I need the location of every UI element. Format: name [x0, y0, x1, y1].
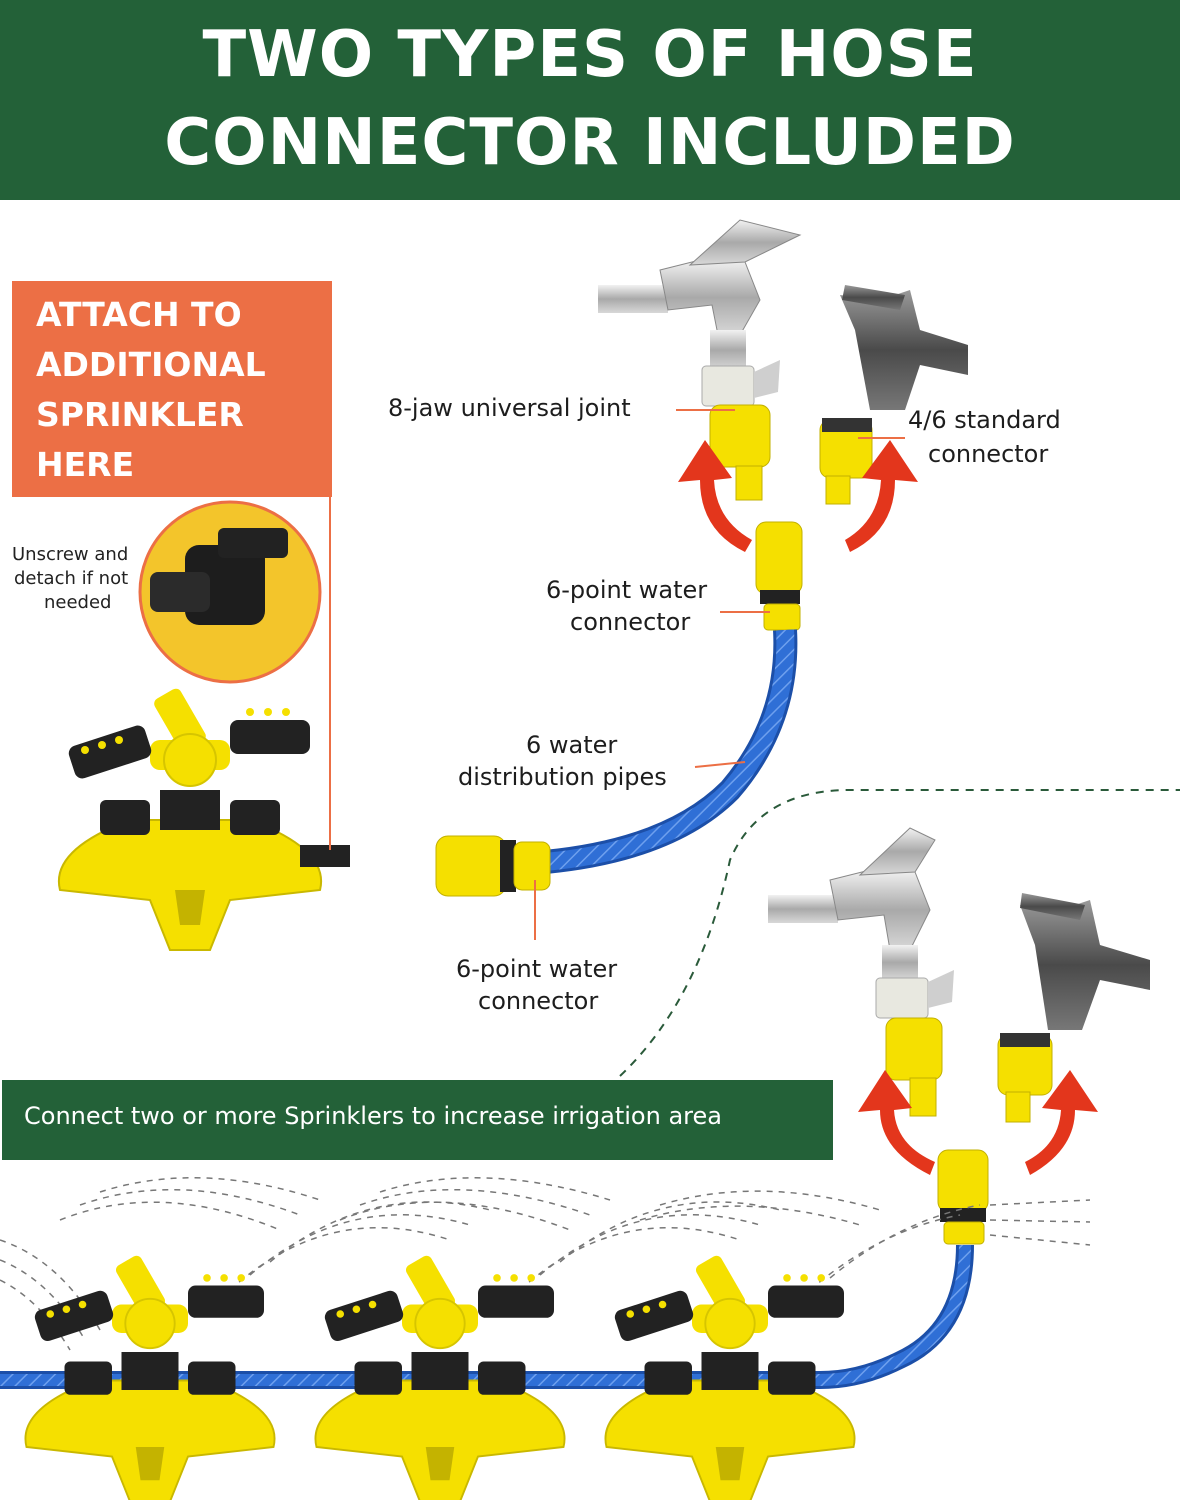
irrigation-banner-text: Connect two or more Sprinklers to increa…: [24, 1102, 722, 1130]
irrigation-banner: Connect two or more Sprinklers to increa…: [2, 1080, 833, 1160]
header-line-1: TWO TYPES OF HOSE: [202, 18, 978, 92]
arrow-icon-right-bottom: [1025, 1070, 1098, 1175]
unscrew-note-3: needed: [44, 592, 112, 613]
label-6point-top-2: connector: [570, 608, 691, 636]
label-standard-2: connector: [928, 440, 1049, 468]
faucet-icon-chrome-top: [598, 219, 802, 407]
label-6point-bottom-1: 6-point water: [456, 955, 618, 983]
dashed-divider: [619, 789, 1180, 1077]
attach-line-4: HERE: [36, 445, 135, 484]
spray-lines: [0, 1177, 1091, 1351]
connector-icon-6point-bottom: [435, 835, 551, 897]
label-6point-bottom-2: connector: [478, 987, 599, 1015]
label-pipes-1: 6 water: [526, 731, 618, 759]
attach-line-2: ADDITIONAL: [36, 345, 266, 384]
arrow-icon-left-top: [678, 440, 752, 552]
connector-icon-standard: [819, 418, 873, 505]
attach-line-3: SPRINKLER: [36, 395, 244, 434]
faucet-icon-dark-top: [840, 285, 968, 410]
arrow-icon-left-bottom: [858, 1070, 935, 1175]
unscrew-note-1: Unscrew and: [12, 544, 129, 565]
header-line-2: CONNECTOR INCLUDED: [164, 106, 1016, 180]
label-universal-joint: 8-jaw universal joint: [388, 394, 631, 422]
connector-icon-6point-top: [755, 521, 803, 631]
header-banner: TWO TYPES OF HOSE CONNECTOR INCLUDED: [0, 0, 1180, 200]
zoom-detail: [138, 500, 322, 684]
faucet-icon-chrome-bottom: [768, 827, 954, 1019]
arrow-icon-right-top: [845, 440, 918, 552]
attach-line-1: ATTACH TO: [36, 295, 242, 334]
attach-callout: ATTACH TO ADDITIONAL SPRINKLER HERE: [12, 281, 332, 497]
sprinkler-icon-main: [57, 685, 350, 951]
label-6point-top-1: 6-point water: [546, 576, 708, 604]
unscrew-note-2: detach if not: [14, 568, 129, 589]
connector-icon-universal: [709, 404, 771, 501]
label-pipes-2: distribution pipes: [458, 763, 667, 791]
faucet-icon-dark-bottom: [1020, 893, 1150, 1030]
label-standard-1: 4/6 standard: [908, 406, 1061, 434]
